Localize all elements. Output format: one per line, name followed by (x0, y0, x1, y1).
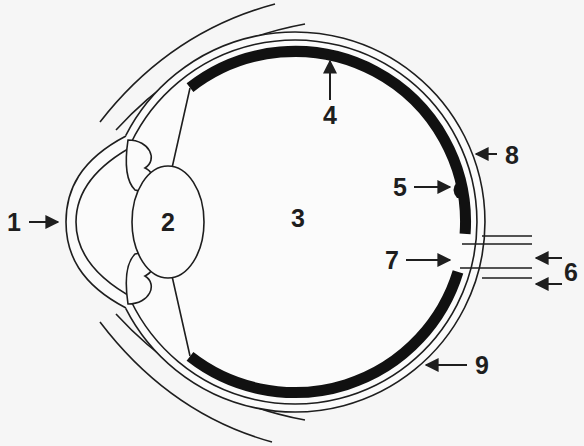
cornea (66, 136, 126, 308)
optic-nerve (460, 244, 532, 268)
leader-arrow (536, 257, 562, 259)
retina (190, 51, 466, 233)
sclera (126, 32, 485, 412)
callout-number: 8 (505, 143, 519, 168)
leader-arrow (406, 259, 450, 261)
lens (132, 166, 204, 278)
optic-nerve (482, 236, 532, 278)
callout-number: 7 (385, 248, 399, 273)
leader-arrow (329, 61, 331, 100)
callout-number: 5 (393, 175, 407, 200)
callout-number: 3 (291, 206, 305, 231)
leader-arrow (426, 364, 467, 366)
callout-number: 4 (323, 103, 337, 128)
callout-number: 6 (564, 260, 578, 285)
retina (190, 272, 458, 393)
callout-number: 2 (161, 210, 175, 235)
fovea (454, 182, 463, 198)
leader-arrow (414, 186, 450, 188)
choroid-line (131, 40, 477, 404)
leader-arrow (536, 283, 562, 285)
leader-arrow (29, 221, 58, 223)
callout-number: 9 (475, 353, 489, 378)
leader-arrow (476, 153, 497, 155)
callout-number: 1 (7, 210, 21, 235)
